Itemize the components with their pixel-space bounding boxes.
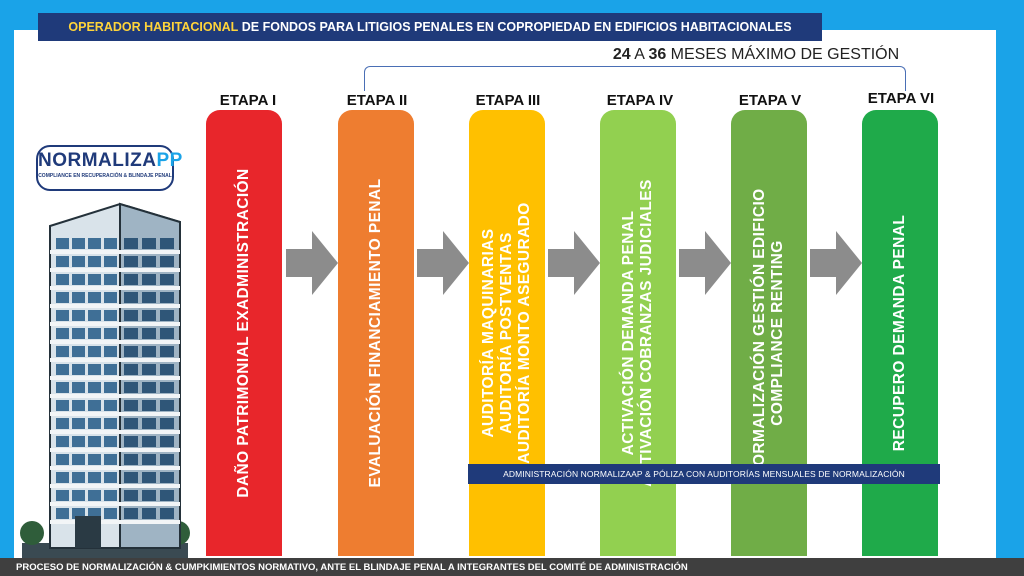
stage-description-line: COMPLIANCE RENTING <box>769 240 786 426</box>
stage-label: ETAPA III <box>475 92 541 109</box>
stage-description-line: ACTIVACIÓN COBRANZAS JUDICIALES <box>638 179 655 487</box>
stage-description-line: RECUPERO DEMANDA PENAL <box>890 214 908 452</box>
duration-text: MESES MÁXIMO DE GESTIÓN <box>666 46 900 63</box>
stage-description: DAÑO PATRIMONIAL EXADMINISTRACIÓN <box>206 110 282 556</box>
stage-label: ETAPA II <box>346 92 408 109</box>
arrow-right-icon <box>417 231 469 295</box>
arrow-right-icon <box>679 231 731 295</box>
stage-description-line: DAÑO PATRIMONIAL EXADMINISTRACIÓN <box>234 168 252 498</box>
stage-label: ETAPA I <box>219 92 277 109</box>
stage-label: ETAPA VI <box>867 90 935 107</box>
stage-column: EVALUACIÓN FINANCIAMIENTO PENAL <box>338 110 414 556</box>
footer: PROCESO DE NORMALIZACIÓN & CUMPKIMIENTOS… <box>0 558 1024 576</box>
stage-description-line: AUDITORÍA MAQUINARIAS <box>479 228 497 438</box>
stage-label: ETAPA IV <box>606 92 674 109</box>
stage-description-line: NORMALIZACIÓN GESTIÓN EDIFICIO <box>750 188 768 478</box>
stage-description: EVALUACIÓN FINANCIAMIENTO PENAL <box>338 110 414 556</box>
stage-description: RECUPERO DEMANDA PENAL <box>862 110 938 556</box>
duration-max: 36 <box>648 46 667 63</box>
logo: NORMALIZAPP COMPLIANCE EN RECUPERACIÓN &… <box>36 145 182 191</box>
duration-connector: A <box>630 46 649 63</box>
arrow-right-icon <box>548 231 600 295</box>
logo-accent-text: PP <box>156 150 183 171</box>
duration-label: 24 A 36 MESES MÁXIMO DE GESTIÓN <box>600 46 912 66</box>
stage-description-line: AUDITORÍA MONTO ASEGURADO <box>516 202 534 464</box>
arrow-right-icon <box>810 231 862 295</box>
admin-banner: ADMINISTRACIÓN NORMALIZAAP & PÓLIZA CON … <box>468 464 940 484</box>
stage-column: DAÑO PATRIMONIAL EXADMINISTRACIÓN <box>206 110 282 556</box>
stage-column: RECUPERO DEMANDA PENAL <box>862 110 938 556</box>
stage-label: ETAPA V <box>738 92 802 109</box>
building-illustration <box>20 202 190 559</box>
stage-description-line: EVALUACIÓN FINANCIAMIENTO PENAL <box>366 178 384 488</box>
logo-tagline: COMPLIANCE EN RECUPERACIÓN & BLINDAJE PE… <box>38 173 172 179</box>
title-highlight: OPERADOR HABITACIONAL <box>68 20 239 34</box>
stage-description-line: ACTIVACIÓN DEMANDA PENAL <box>619 210 637 456</box>
arrow-right-icon <box>286 231 338 295</box>
stage-description-line: AUDITORÍA POSTVENTAS <box>497 232 515 434</box>
title-rest: DE FONDOS PARA LITIGIOS PENALES EN COPRO… <box>238 20 792 34</box>
duration-min: 24 <box>612 46 631 63</box>
duration-bracket <box>364 66 906 91</box>
page-title: OPERADOR HABITACIONAL DE FONDOS PARA LIT… <box>38 13 822 41</box>
logo-main-text: NORMALIZA <box>38 150 157 171</box>
